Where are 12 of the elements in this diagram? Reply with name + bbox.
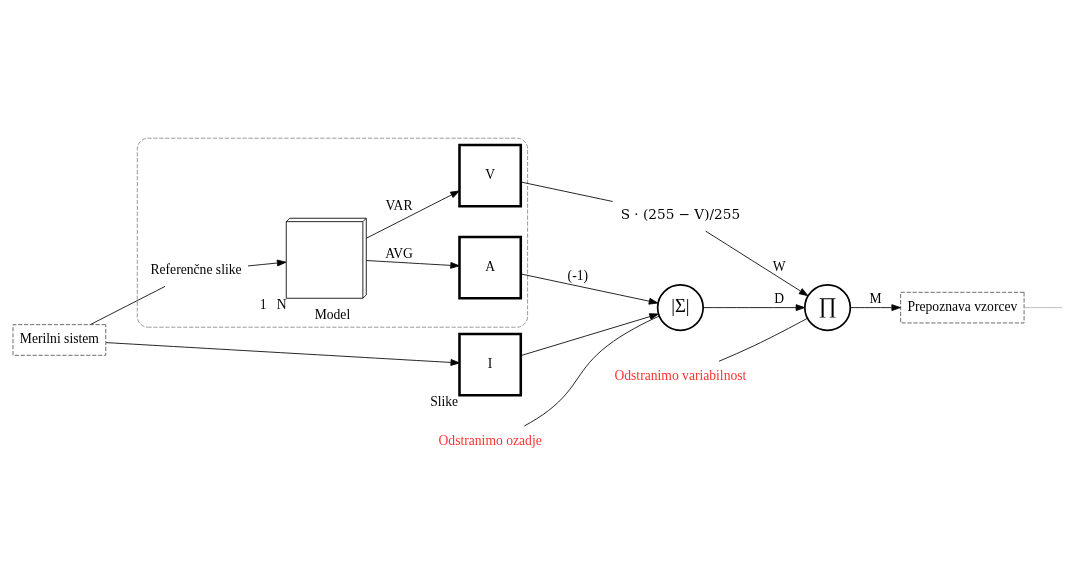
node-text: Odstranimo ozadje	[438, 432, 542, 448]
node-text: Odstranimo variabilnost	[614, 367, 747, 383]
node-label: Slike	[430, 394, 459, 410]
node-label: 1 N	[259, 297, 287, 313]
edge-label: W	[772, 258, 786, 274]
edge-label: AVG	[385, 246, 413, 262]
edge-label: (-1)	[567, 268, 589, 284]
node-text: S · (255 − V)/255	[620, 205, 741, 222]
edge-label: D	[774, 291, 785, 307]
edge-label: M	[869, 291, 882, 307]
edge-label: VAR	[385, 198, 413, 214]
node-text: Referenčne slike	[150, 262, 242, 278]
